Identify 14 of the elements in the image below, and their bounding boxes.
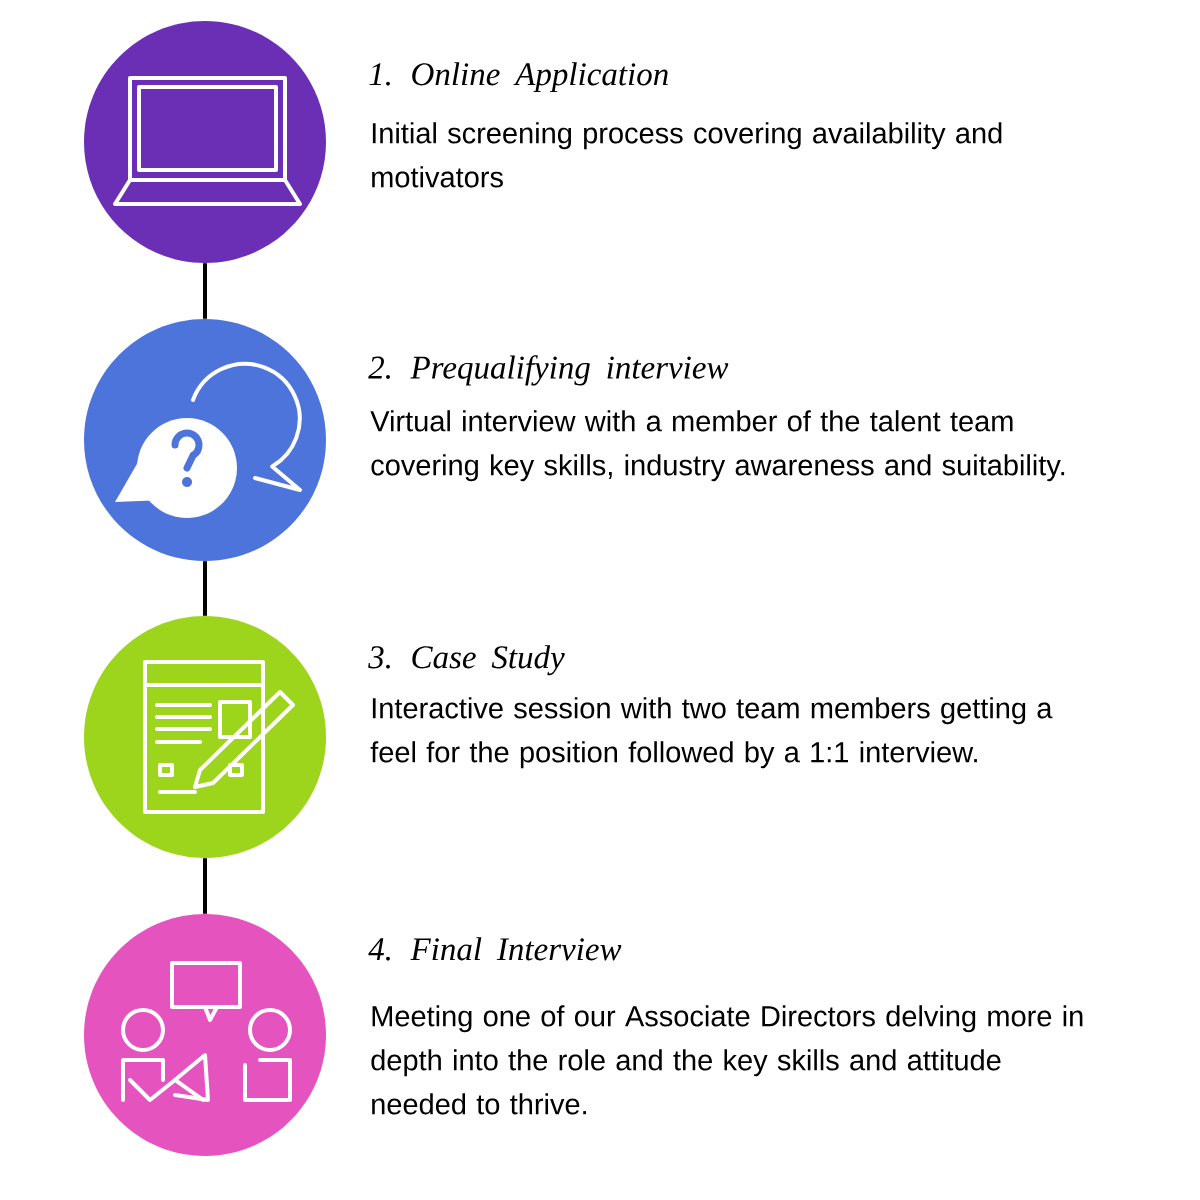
step-heading: 4. Final Interview: [368, 937, 622, 961]
step-circle: [84, 21, 326, 263]
step-description: Interactive session with two team members getting a feel for the position followed by a 1:1 interview.: [370, 697, 1053, 769]
step-heading: 2. Prequalifying interview: [368, 355, 729, 386]
connector-line: [203, 263, 207, 319]
step-description: Virtual interview with a member of the talent team covering key skills, industry awareness and suitability.: [370, 410, 1065, 482]
connector-line: [203, 858, 207, 914]
step-description: Meeting one of our Associate Directors delving more in depth into the role and the key skills and attitude needed to thrive.: [371, 1005, 1083, 1115]
step-heading: 3. Case Study: [368, 645, 565, 676]
step-circle: [84, 914, 326, 1156]
step-description: Initial screening process covering availability and motivators: [372, 122, 1002, 188]
step-circle: [84, 616, 326, 858]
step-heading: 1. Online Application: [369, 62, 668, 93]
connector-line: [203, 561, 207, 616]
